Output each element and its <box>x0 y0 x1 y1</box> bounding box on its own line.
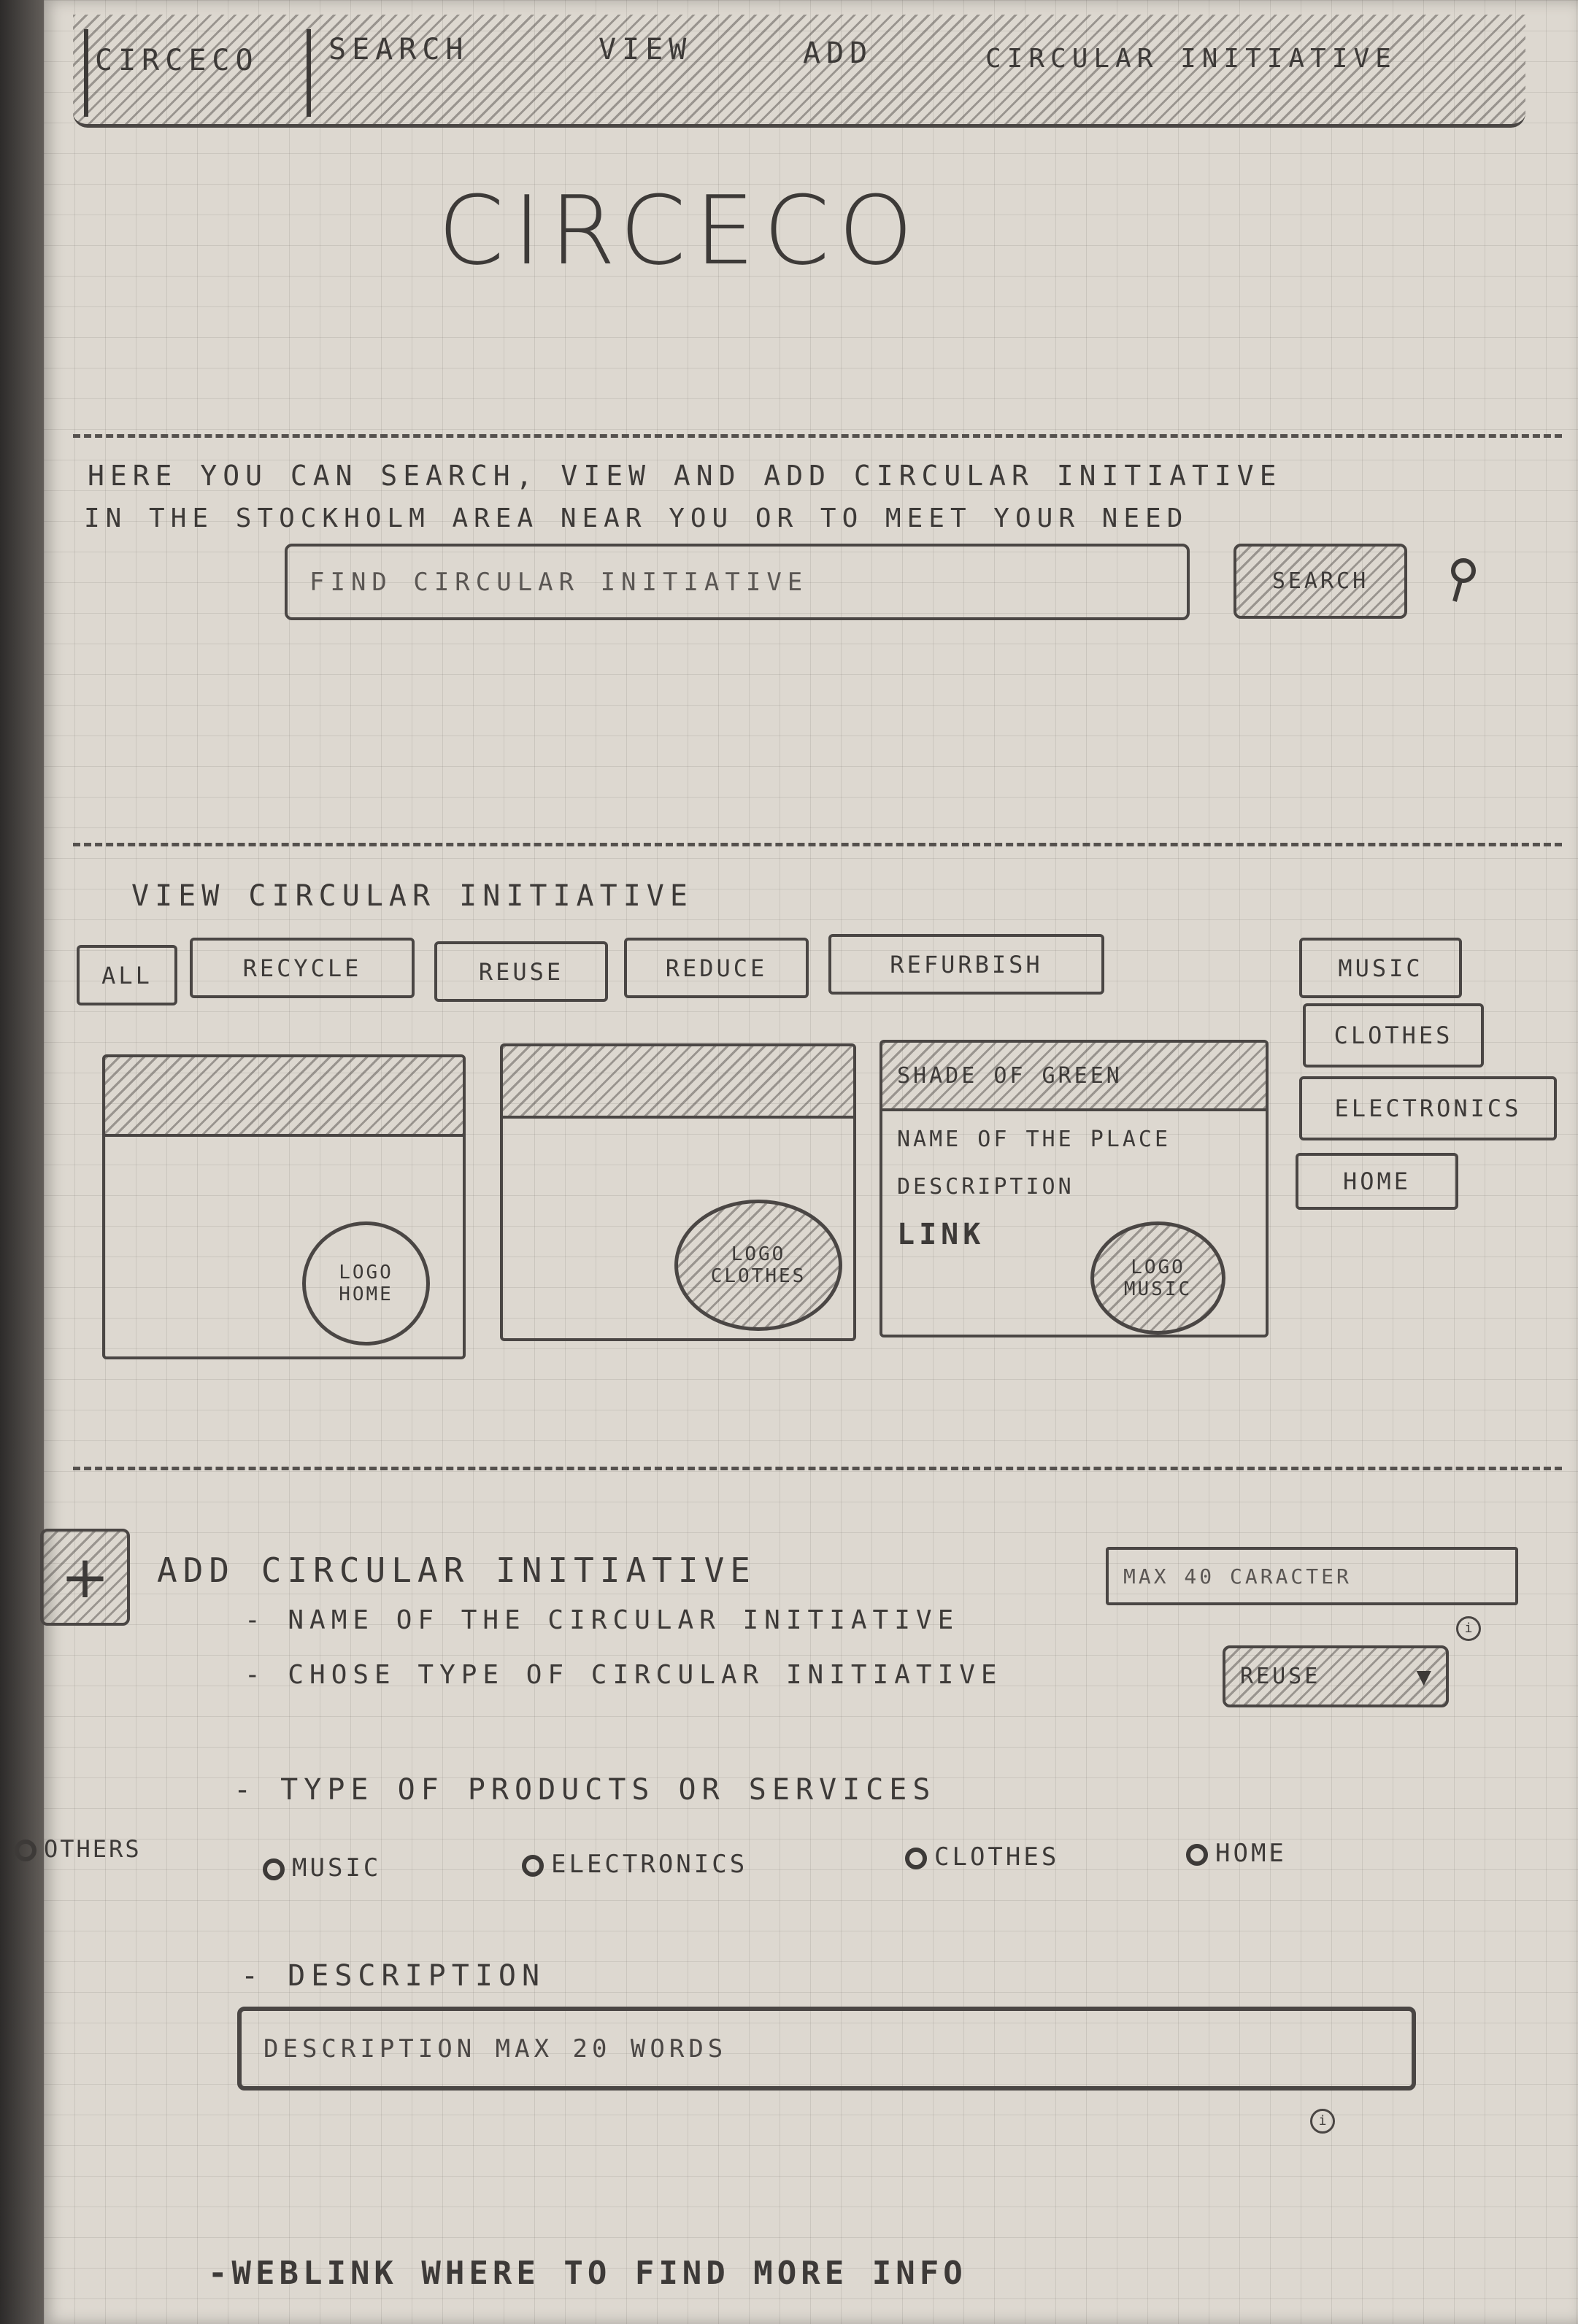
add-button[interactable]: + <box>40 1529 130 1626</box>
notebook-spine <box>0 0 51 2324</box>
category-home[interactable]: HOME <box>1296 1153 1458 1210</box>
name-input[interactable]: MAX 40 CARACTER <box>1106 1547 1518 1605</box>
nav-divider <box>307 29 311 117</box>
radio-others[interactable]: OTHERS <box>15 1835 142 1863</box>
filter-refurbish[interactable]: REFURBISH <box>828 934 1104 995</box>
radio-circle[interactable] <box>522 1854 544 1877</box>
search-button[interactable]: SEARCH <box>1233 544 1407 619</box>
info-icon[interactable]: i <box>1310 2109 1335 2134</box>
card-logo: LOGO CLOTHES <box>674 1200 842 1331</box>
description-input[interactable]: DESCRIPTION MAX 20 WORDS <box>237 2007 1416 2091</box>
chevron-down-icon: ▼ <box>1416 1661 1431 1691</box>
nav-divider <box>84 29 88 117</box>
initiative-card[interactable]: SHADE OF GREEN NAME OF THE PLACE DESCRIP… <box>880 1040 1269 1337</box>
section-divider <box>73 1467 1562 1470</box>
radio-circle[interactable] <box>263 1858 285 1880</box>
radio-home[interactable]: HOME <box>1186 1839 1287 1868</box>
section-divider <box>73 434 1562 438</box>
category-music[interactable]: MUSIC <box>1299 938 1462 998</box>
card-logo: LOGO MUSIC <box>1090 1221 1225 1335</box>
add-heading: ADD CIRCULAR INITIATIVE <box>157 1551 756 1590</box>
intro-line-1: HERE YOU CAN SEARCH, VIEW AND ADD CIRCUL… <box>88 460 1282 492</box>
weblink-label: -WEBLINK WHERE TO FIND MORE INFO <box>208 2255 967 2292</box>
nav-view[interactable]: VIEW <box>599 33 693 66</box>
info-icon[interactable]: i <box>1456 1616 1481 1641</box>
initiative-card[interactable]: LOGO HOME <box>102 1054 466 1359</box>
nav-search[interactable]: SEARCH <box>328 33 469 66</box>
nav-logo[interactable]: CIRCECO <box>95 44 259 77</box>
filter-reuse[interactable]: REUSE <box>434 941 608 1002</box>
card-header: SHADE OF GREEN <box>882 1043 1266 1111</box>
card-link[interactable]: LINK <box>897 1218 985 1251</box>
top-nav <box>73 15 1525 128</box>
sketch-page: CIRCECO SEARCH VIEW ADD CIRCULAR INITIAT… <box>15 0 1578 2324</box>
category-electronics[interactable]: ELECTRONICS <box>1299 1076 1557 1140</box>
card-name: NAME OF THE PLACE <box>897 1127 1171 1152</box>
card-logo: LOGO HOME <box>302 1221 430 1346</box>
radio-circle[interactable] <box>15 1839 36 1861</box>
description-label: - DESCRIPTION <box>241 1959 546 1993</box>
name-field-label: - NAME OF THE CIRCULAR INITIATIVE <box>245 1605 960 1635</box>
category-clothes[interactable]: CLOTHES <box>1303 1003 1484 1068</box>
card-header <box>105 1057 463 1137</box>
search-icon[interactable] <box>1442 555 1485 606</box>
search-input[interactable]: FIND CIRCULAR INITIATIVE <box>285 544 1190 620</box>
radio-circle[interactable] <box>905 1847 927 1869</box>
card-header <box>503 1046 853 1119</box>
filter-recycle[interactable]: RECYCLE <box>190 938 415 998</box>
radio-circle[interactable] <box>1186 1843 1208 1866</box>
filter-all[interactable]: ALL <box>77 945 177 1005</box>
type-select[interactable]: REUSE ▼ <box>1223 1645 1449 1707</box>
initiative-card[interactable]: LOGO CLOTHES <box>500 1043 856 1341</box>
card-description: DESCRIPTION <box>897 1174 1074 1200</box>
section-divider <box>73 843 1562 846</box>
filter-reduce[interactable]: REDUCE <box>624 938 809 998</box>
page-title: CIRCECO <box>438 175 922 286</box>
view-heading: VIEW CIRCULAR INITIATIVE <box>131 879 693 913</box>
radio-clothes[interactable]: CLOTHES <box>905 1842 1059 1872</box>
intro-line-2: IN THE STOCKHOLM AREA NEAR YOU OR TO MEE… <box>84 503 1189 533</box>
nav-add[interactable]: ADD <box>803 36 874 70</box>
nav-circular-initiative[interactable]: CIRCULAR INITIATIVE <box>985 44 1397 74</box>
radio-electronics[interactable]: ELECTRONICS <box>522 1850 747 1879</box>
type-field-label: - CHOSE TYPE OF CIRCULAR INITIATIVE <box>245 1660 1003 1690</box>
products-label: - TYPE OF PRODUCTS OR SERVICES <box>234 1773 936 1807</box>
search-placeholder: FIND CIRCULAR INITIATIVE <box>309 567 809 597</box>
radio-music[interactable]: MUSIC <box>263 1853 381 1883</box>
